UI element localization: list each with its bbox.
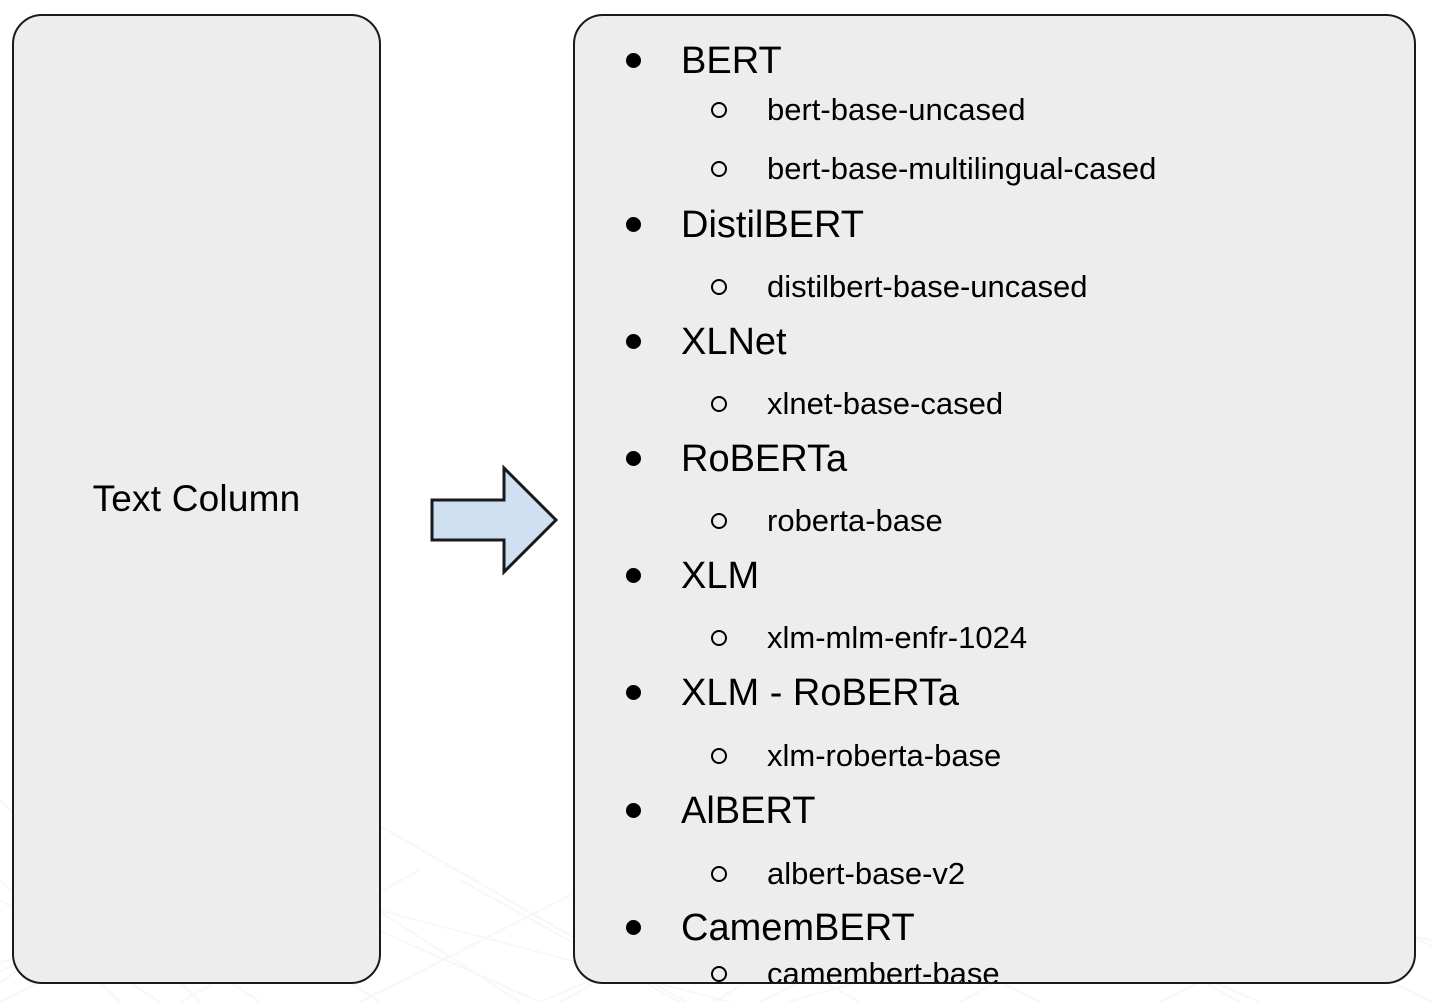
bullet-circle-icon [711,101,727,118]
model-group-label: RoBERTa [681,438,848,480]
model-variant-bert-base-uncased[interactable]: bert-base-uncased [575,80,1414,139]
model-variant-label: albert-base-v2 [767,856,966,891]
bullet-disc-icon [626,920,641,935]
model-group-roberta[interactable]: RoBERTa [575,430,1414,488]
model-variant-label: bert-base-uncased [767,92,1026,127]
model-variant-distilbert-base-uncased[interactable]: distilbert-base-uncased [575,257,1414,316]
model-variant-xlm-mlm-enfr-1024[interactable]: xlm-mlm-enfr-1024 [575,608,1414,667]
bullet-circle-icon [711,512,727,529]
model-group-label: AlBERT [681,790,816,832]
model-list: BERT bert-base-uncased bert-base-multili… [575,16,1414,982]
model-group-label: XLNet [681,321,787,363]
bullet-disc-icon [626,217,641,232]
bullet-circle-icon [711,395,727,412]
model-group-xlnet[interactable]: XLNet [575,313,1414,371]
model-variant-roberta-base[interactable]: roberta-base [575,491,1414,550]
bullet-circle-icon [711,865,727,882]
bullet-circle-icon [711,278,727,295]
bullet-disc-icon [626,451,641,466]
bullet-disc-icon [626,803,641,818]
model-group-albert[interactable]: AlBERT [575,782,1414,840]
bullet-circle-icon [711,747,727,764]
model-variant-label: xlm-roberta-base [767,738,1002,773]
model-group-label: BERT [681,40,782,82]
bullet-disc-icon [626,685,641,700]
bullet-disc-icon [626,334,641,349]
model-group-xlm[interactable]: XLM [575,547,1414,605]
bullet-disc-icon [626,568,641,583]
bullet-disc-icon [626,53,641,68]
model-variant-label: xlnet-base-cased [767,386,1004,421]
model-variant-bert-base-multilingual-cased[interactable]: bert-base-multilingual-cased [575,139,1414,198]
model-variant-camembert-base[interactable]: camembert-base [575,944,1414,984]
model-group-bert[interactable]: BERT [575,32,1414,90]
model-variant-label: xlm-mlm-enfr-1024 [767,620,1028,655]
model-group-distilbert[interactable]: DistilBERT [575,196,1414,254]
model-variant-label: bert-base-multilingual-cased [767,151,1157,186]
bullet-circle-icon [711,629,727,646]
model-variant-albert-base-v2[interactable]: albert-base-v2 [575,844,1414,903]
text-column-label: Text Column [92,478,301,519]
model-group-label: DistilBERT [681,204,864,246]
arrow-right-icon [428,462,560,578]
model-variant-label: roberta-base [767,503,943,538]
bullet-circle-icon [711,160,727,177]
model-variant-label: distilbert-base-uncased [767,269,1088,304]
model-group-label: XLM - RoBERTa [681,672,960,714]
text-column-panel: Text Column [12,14,381,984]
models-panel: BERT bert-base-uncased bert-base-multili… [573,14,1416,984]
model-variant-xlm-roberta-base[interactable]: xlm-roberta-base [575,726,1414,785]
model-group-label: XLM [681,555,760,597]
model-variant-label: camembert-base [767,956,1000,984]
bullet-circle-icon [711,965,727,982]
model-group-xlm-roberta[interactable]: XLM - RoBERTa [575,664,1414,722]
model-variant-xlnet-base-cased[interactable]: xlnet-base-cased [575,374,1414,433]
